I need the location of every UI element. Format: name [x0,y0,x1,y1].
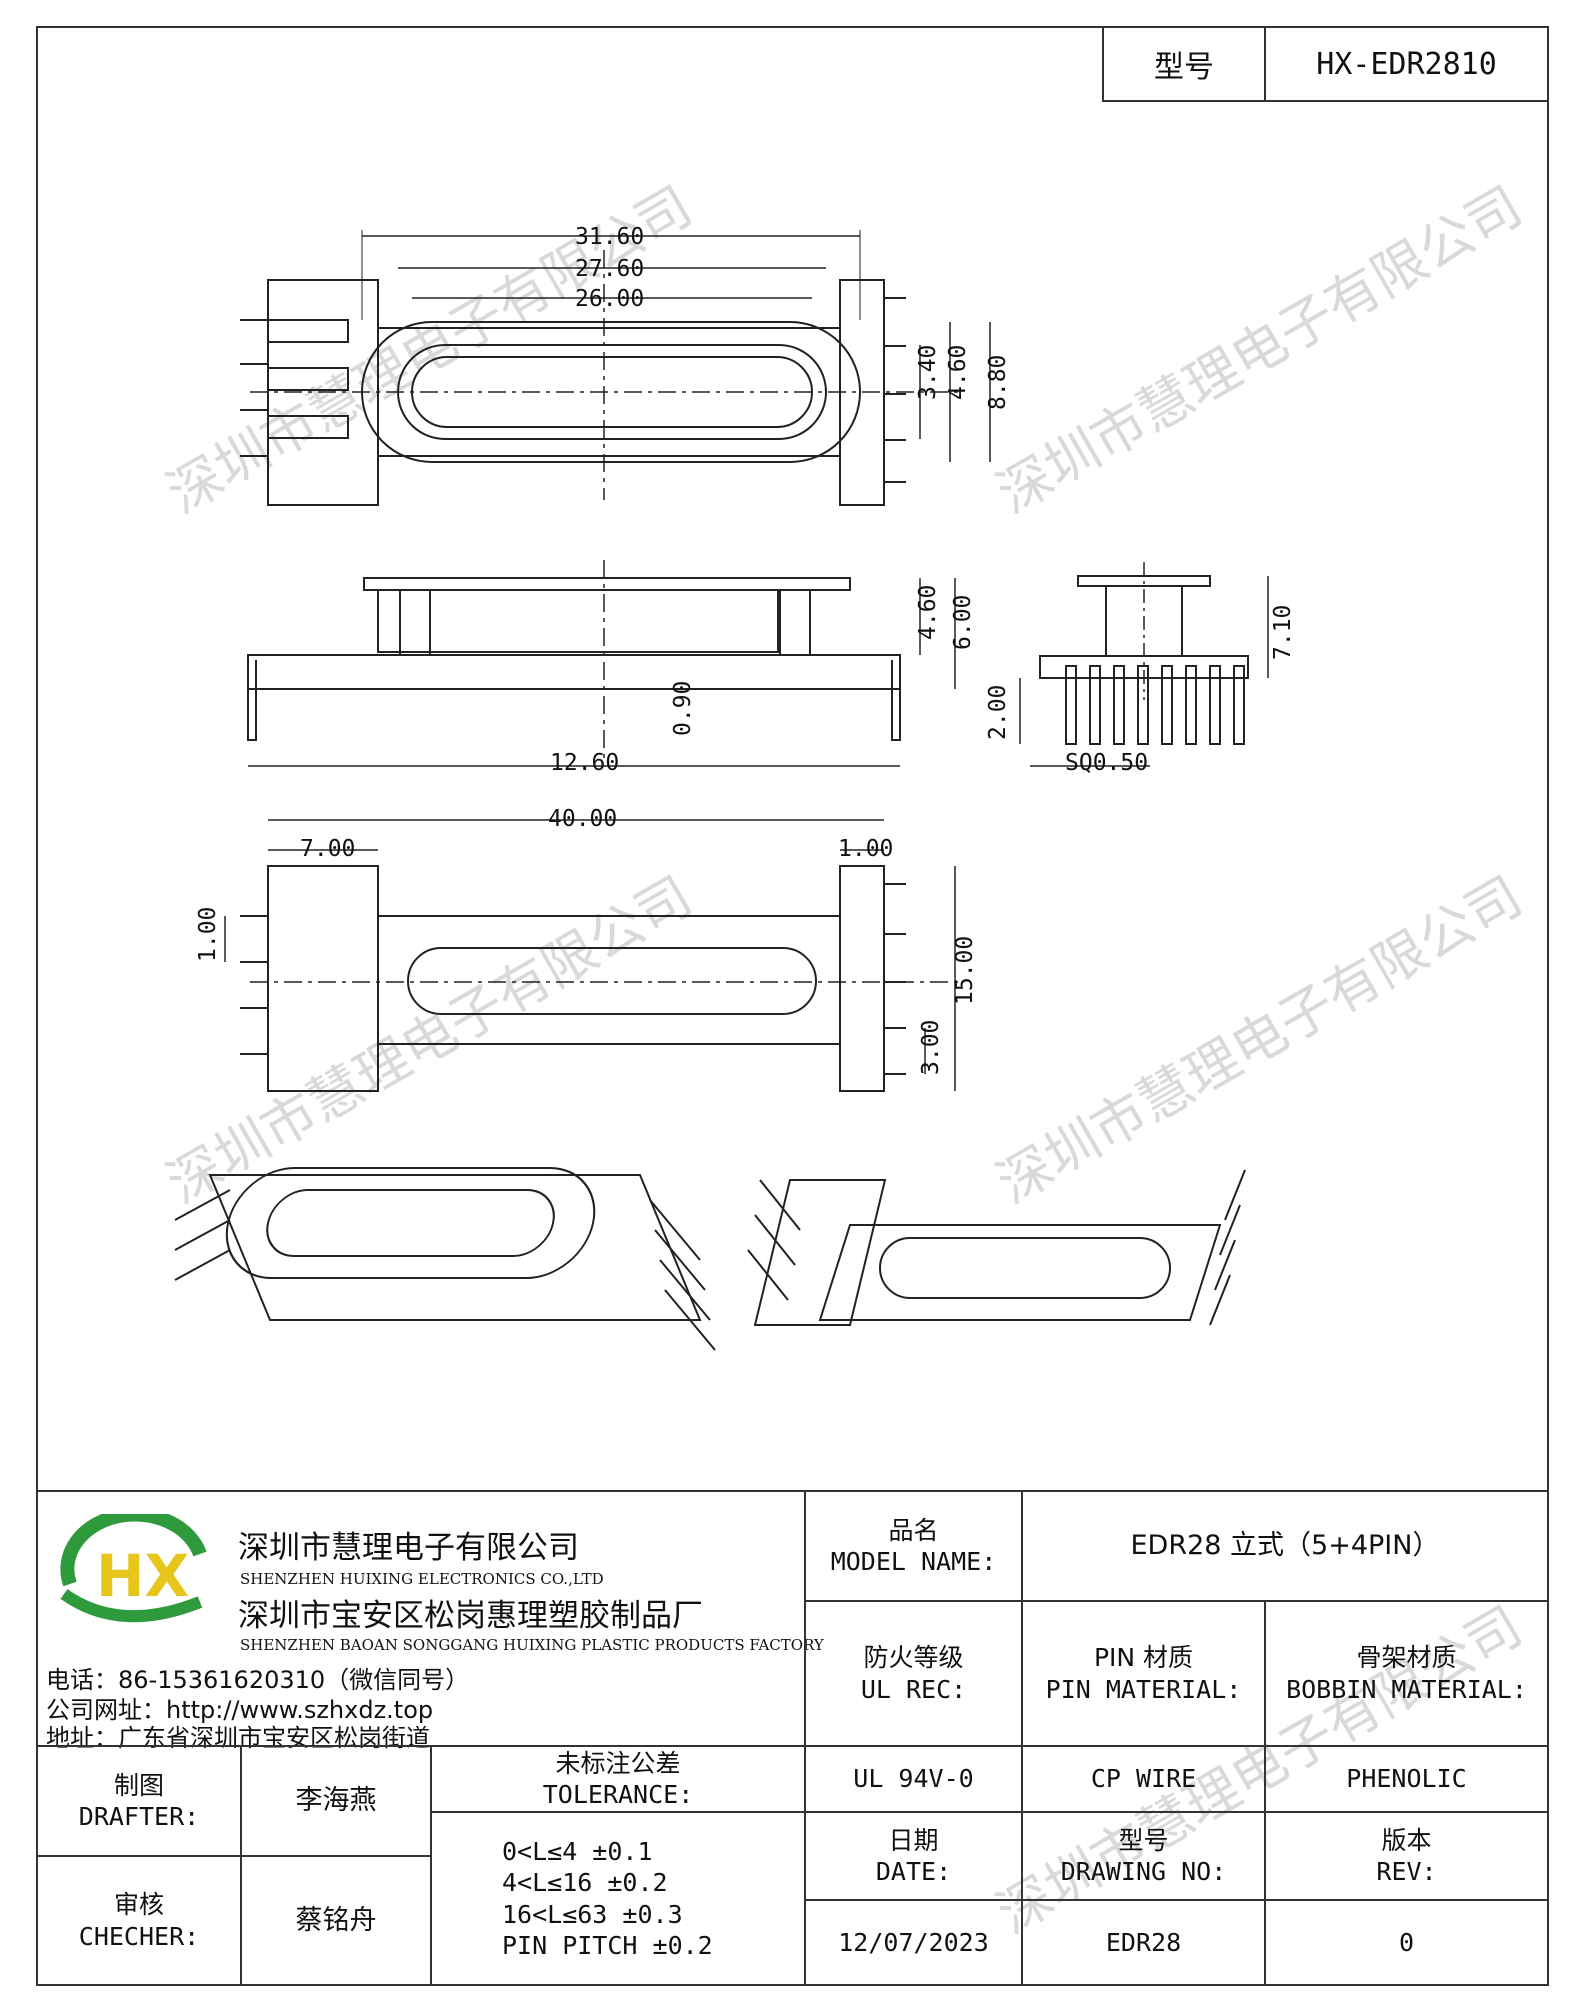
model-label: 型号 [1104,28,1266,100]
dim-bottom-15-00: 15.00 [952,936,978,1005]
bobbin-material-label: 骨架材质 BOBBIN MATERIAL: [1264,1600,1549,1747]
tolerance-row: 16<L≤63 ±0.3 [502,1899,683,1929]
model-value: HX-EDR2810 [1316,46,1497,82]
dim-end-7-10: 7.10 [1270,605,1296,660]
dim-width-31-60: 31.60 [575,224,644,250]
factory-name-cn: 深圳市宝安区松岗惠理塑胶制品厂 [238,1598,703,1634]
factory-name-en: SHENZHEN BAOAN SONGGANG HUIXING PLASTIC … [240,1636,824,1654]
dim-side-12-60: 12.60 [550,750,619,776]
model-number-box: 型号 HX-EDR2810 [1102,26,1549,102]
bobbin-material-value: PHENOLIC [1264,1745,1549,1813]
date-label: 日期 DATE: [804,1811,1023,1901]
pin-material-label: PIN 材质 PIN MATERIAL: [1021,1600,1266,1747]
dim-side-6-00: 6.00 [950,595,976,650]
rev-label: 版本 REV: [1264,1811,1549,1901]
ul-rating-value: UL 94V-0 [804,1745,1023,1813]
drafter-label: 制图 DRAFTER: [36,1745,242,1857]
dim-height-3-40: 3.40 [915,345,941,400]
company-info-block: HX 深圳市慧理电子有限公司 SHENZHEN HUIXING ELECTRON… [36,1490,824,1752]
dim-end-2-00: 2.00 [985,685,1011,740]
checker-label: 审核 CHECHER: [36,1855,242,1986]
end-view [1019,562,1269,767]
dim-bottom-7-00: 7.00 [300,836,355,862]
bobbin-technical-drawing: 31.60 27.60 26.00 3.40 4.60 8.80 4.60 6.… [174,224,1296,1351]
drafter-value: 李海燕 [240,1745,432,1857]
drawing-no-value: EDR28 [1021,1899,1266,1986]
dim-height-4-60: 4.60 [945,345,971,400]
date-value: 12/07/2023 [804,1899,1023,1986]
dim-bottom-1-00-right: 1.00 [838,836,893,862]
tolerance-row: 4<L≤16 ±0.2 [502,1868,668,1898]
dim-width-27-60: 27.60 [575,256,644,282]
company-logo: HX [60,1514,207,1623]
checker-value: 蔡铭舟 [240,1855,432,1986]
tolerance-table: 0<L≤4 ±0.1 4<L≤16 ±0.2 16<L≤63 ±0.3 PIN … [430,1811,806,1986]
tolerance-row: 0<L≤4 ±0.1 [502,1837,653,1866]
logo-text: HX [96,1542,189,1610]
company-name-cn: 深圳市慧理电子有限公司 [238,1530,579,1566]
isometric-view-right [747,1169,1246,1326]
rev-value: 0 [1264,1899,1549,1986]
bottom-view [224,819,960,1092]
company-name-en: SHENZHEN HUIXING ELECTRONICS CO.,LTD [240,1570,604,1588]
tolerance-row: PIN PITCH ±0.2 [502,1930,713,1960]
isometric-view-left [174,1167,716,1351]
company-address: 地址：广东省深圳市宝安区松岗街道 [46,1724,430,1752]
model-name-value: EDR28 立式（5+4PIN） [1021,1490,1549,1602]
pin-material-value: CP WIRE [1021,1745,1266,1813]
top-view [240,230,991,506]
company-website: 公司网址：http://www.szhxdz.top [46,1696,434,1724]
dim-end-sq-0-50: SQ0.50 [1065,750,1148,776]
company-phone: 电话：86-15361620310（微信同号） [46,1666,470,1694]
drawing-no-label: 型号 DRAWING NO: [1021,1811,1266,1901]
dim-bottom-1-00-pin: 1.00 [195,907,221,962]
model-name-label: 品名 MODEL NAME: [804,1490,1023,1602]
dim-side-0-90: 0.90 [670,681,696,736]
dim-height-8-80: 8.80 [985,355,1011,410]
dim-bottom-40-00: 40.00 [548,806,617,832]
dim-width-26-00: 26.00 [575,286,644,312]
ul-rating-label: 防火等级 UL REC: [804,1600,1023,1747]
side-view [247,560,956,767]
dim-side-4-60: 4.60 [915,585,941,640]
dim-bottom-3-00: 3.00 [918,1020,944,1075]
tolerance-label: 未标注公差 TOLERANCE: [430,1745,806,1813]
